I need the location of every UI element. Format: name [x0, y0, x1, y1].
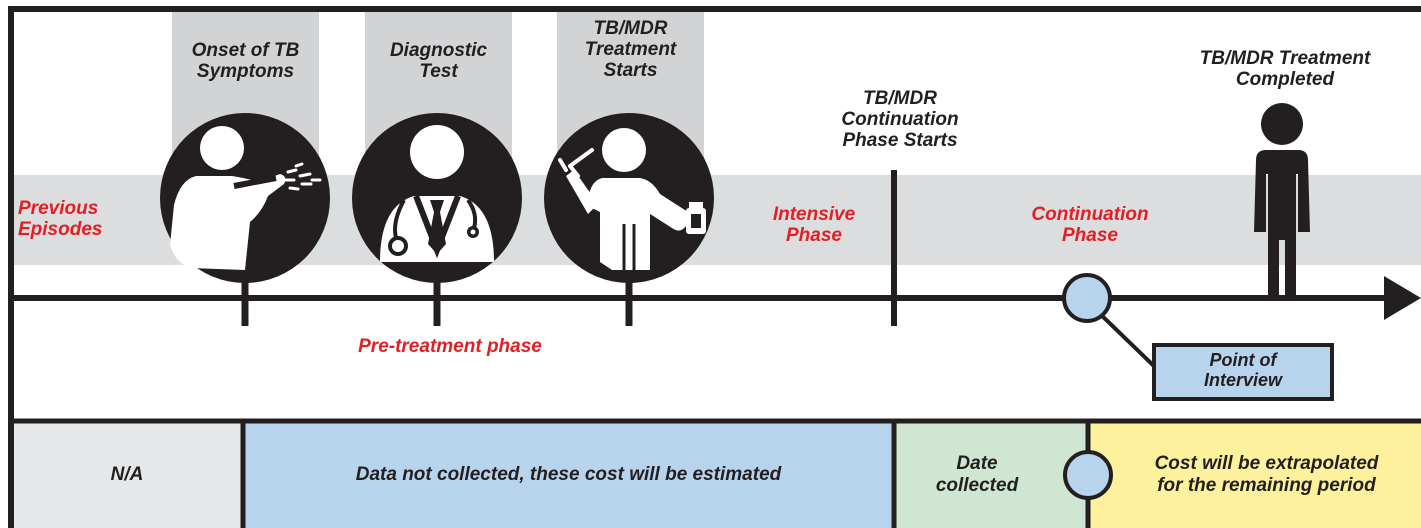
- continuation-phase-label: Continuation Phase: [1031, 204, 1149, 246]
- extrapolated-cell-bg: [1088, 422, 1421, 528]
- onset-label: Onset of TB Symptoms: [191, 40, 300, 82]
- point-of-interview-label: Point of Interview: [1203, 350, 1283, 390]
- previous-episodes-label: Previous Episodes: [18, 198, 103, 240]
- extrapolated-cell: Cost will be extrapolated for the remain…: [1154, 453, 1379, 496]
- not-collected-cell-bg: [243, 422, 894, 528]
- interview-callout-box: [1152, 343, 1334, 401]
- collected-cell: Date collected: [935, 453, 1019, 496]
- diagnostic-label: Diagnostic Test: [389, 40, 488, 82]
- interview-marker: [1062, 273, 1112, 323]
- na-cell: N/A: [110, 464, 144, 485]
- outer-frame: [8, 6, 1421, 528]
- not-collected-cell: Data not collected, these cost will be e…: [355, 464, 782, 485]
- timeline-arrowhead: [1384, 276, 1421, 320]
- doctor-icon: [352, 113, 522, 283]
- collected-marker: [1063, 450, 1113, 500]
- collected-cell-bg: [894, 422, 1088, 528]
- medication-person-icon: [544, 113, 714, 283]
- continuation-start-label: TB/MDR Continuation Phase Starts: [841, 88, 959, 151]
- pre-treatment-phase-label: Pre-treatment phase: [358, 336, 542, 357]
- coughing-person-icon: [160, 113, 330, 283]
- interview-callout-line: [1094, 308, 1158, 370]
- completed-person-icon: [1254, 103, 1310, 296]
- treatment-completed-label: TB/MDR Treatment Completed: [1199, 48, 1371, 90]
- na-cell-bg: [11, 422, 243, 528]
- treatment-start-label: TB/MDR Treatment Starts: [584, 18, 677, 81]
- intensive-phase-label: Intensive Phase: [772, 204, 856, 246]
